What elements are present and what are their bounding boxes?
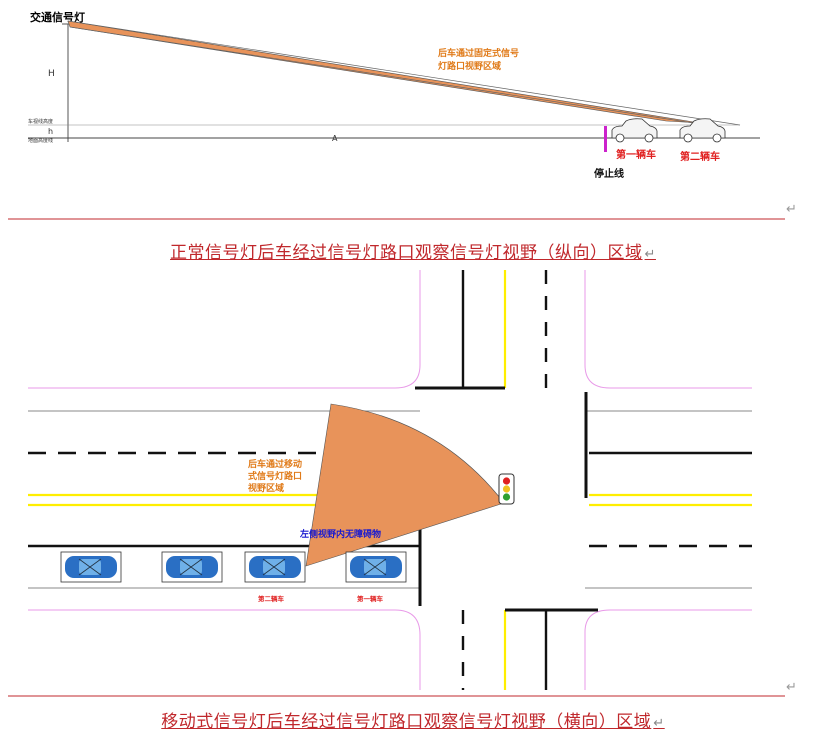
caption-top-text: 正常信号灯后车经过信号灯路口观察信号灯视野（纵向）区域 — [170, 243, 643, 263]
return-mark: ↵ — [653, 716, 665, 731]
height-h-label: h — [48, 127, 53, 136]
car-side-icon — [611, 118, 658, 143]
height-H-label: H — [48, 69, 55, 79]
top-zone-label-line3: 视野区域 — [248, 482, 284, 494]
first-car-label: 第一辆车 — [616, 148, 656, 161]
stop-line-bar — [604, 126, 607, 152]
top-view-panel: 后车通过移动 式信号灯路口 视野区域 左侧视野内无障碍物 — [28, 270, 752, 690]
zone-label-line1: 后车通过固定式信号 — [438, 47, 519, 59]
top-first-car-label: 第一辆车 — [357, 594, 384, 603]
caption-bottom: 移动式信号灯后车经过信号灯路口观察信号灯视野（横向）区域↵ — [0, 707, 826, 732]
traffic-light-icon — [498, 473, 515, 505]
return-mark: ↵ — [786, 680, 797, 695]
distance-A-label: A — [332, 134, 338, 143]
sight-line-lower — [69, 26, 701, 125]
side-view-panel: 交通信号灯 后车通过固定式信号 灯路口视野区域 H 车视线高度 h 地面高度线 … — [28, 10, 760, 180]
car-top-icon — [345, 551, 407, 583]
lateral-visibility-zone — [305, 403, 505, 567]
top-zone-label-line1: 后车通过移动 — [248, 458, 302, 470]
curb-top-right — [584, 270, 752, 389]
car-side-icon — [679, 118, 726, 143]
return-mark: ↵ — [786, 202, 797, 217]
caption-top: 正常信号灯后车经过信号灯路口观察信号灯视野（纵向）区域↵ — [0, 238, 826, 263]
curb-bottom-left — [28, 609, 421, 690]
top-zone-label-line2: 式信号灯路口 — [248, 470, 302, 482]
sight-line-upper — [67, 20, 741, 126]
second-car-label: 第二辆车 — [680, 150, 720, 163]
zone-label-line2: 灯路口视野区域 — [438, 60, 501, 72]
stop-line-label: 停止线 — [594, 167, 624, 180]
top-second-car-label: 第二辆车 — [258, 594, 285, 603]
curb-top-left — [28, 270, 421, 389]
longitudinal-visibility-zone — [67, 20, 701, 124]
eye-height-label: 车视线高度 — [28, 118, 53, 125]
ground-height-label: 地面高度线 — [28, 137, 53, 144]
return-mark: ↵ — [644, 247, 656, 262]
car-top-icon — [60, 551, 122, 583]
no-obstacle-label: 左侧视野内无障碍物 — [299, 528, 381, 540]
caption-bottom-text: 移动式信号灯后车经过信号灯路口观察信号灯视野（横向）区域 — [161, 712, 652, 732]
curb-bottom-right — [584, 609, 752, 690]
signal-label: 交通信号灯 — [30, 10, 85, 24]
car-top-icon — [161, 551, 223, 583]
car-top-icon — [244, 551, 306, 583]
